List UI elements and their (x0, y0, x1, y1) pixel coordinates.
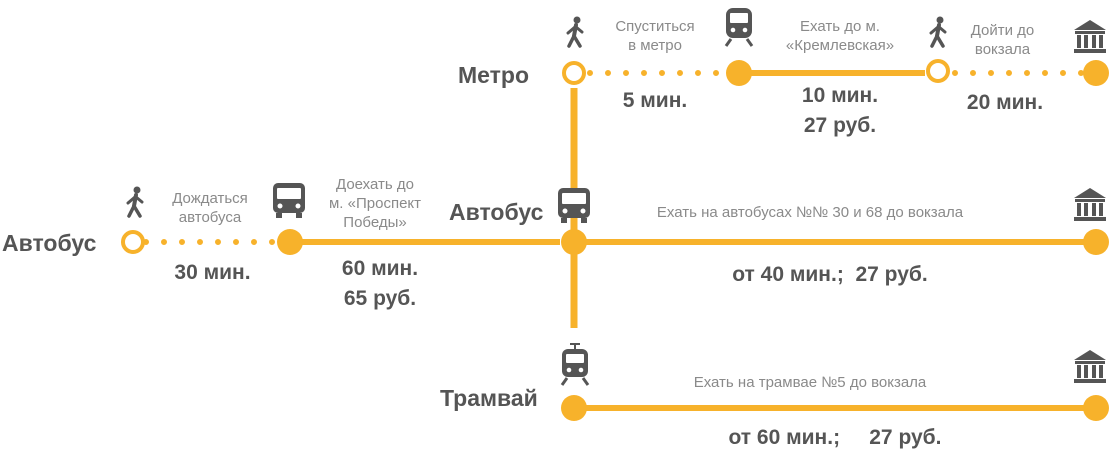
metro-ride-time-price: 10 мин. 27 руб. (775, 81, 905, 141)
left-ride-time: 60 мин. (341, 257, 419, 280)
metro-ride-note: Ехать до м. «Кремлевская» (785, 18, 895, 54)
metro-board-station (726, 60, 752, 86)
bus-route-note: Ехать на автобусах №№ 30 и 68 до вокзала (656, 204, 964, 221)
station-building-icon (1074, 350, 1106, 383)
bus-start-station (561, 229, 587, 255)
metro-walk2-time: 20 мин. (966, 91, 1044, 114)
bus-icon (273, 183, 305, 218)
pedestrian-icon (566, 16, 584, 48)
tram-dest-station (1083, 395, 1109, 421)
tram-route-summary: от 60 мин.; 27 руб. (728, 426, 942, 449)
left-ride-note: Доехать до м. «Проспект Победы» (328, 176, 422, 231)
metro-walk2-note: Дойти до вокзала (970, 22, 1035, 58)
metro-dest-station (1083, 60, 1109, 86)
metro-walk1-time: 5 мин. (622, 89, 688, 112)
tram-route-note: Ехать на трамвае №5 до вокзала (693, 374, 927, 391)
tram-icon (560, 343, 590, 386)
metro-exit-station (926, 59, 950, 83)
pedestrian-icon (126, 186, 144, 218)
metro-ride-price: 27 руб. (803, 114, 877, 137)
tram-start-station (561, 395, 587, 421)
metro-start-station (562, 61, 586, 85)
station-building-icon (1074, 20, 1106, 53)
metro-walk1-note: Спуститься в метро (615, 18, 695, 54)
left-ride-time-price: 60 мин. 65 руб. (315, 254, 445, 314)
bus-mode-label: Автобус (449, 199, 544, 225)
left-walk-note: Дождаться автобуса (172, 190, 248, 226)
left-start-station (121, 230, 145, 254)
bus-icon (558, 188, 590, 223)
bus-dest-station (1083, 229, 1109, 255)
left-walk-time: 30 мин. (174, 261, 251, 284)
pedestrian-icon (929, 16, 947, 48)
tram-mode-label: Трамвай (440, 385, 538, 411)
left-route-mode-label: Автобус (2, 230, 97, 256)
metro-train-icon (724, 8, 754, 47)
bus-route-summary: от 40 мин.; 27 руб. (732, 263, 928, 286)
metro-ride-time: 10 мин. (801, 84, 879, 107)
left-ride-price: 65 руб. (343, 287, 417, 310)
station-building-icon (1074, 188, 1106, 221)
metro-mode-label: Метро (458, 62, 530, 88)
left-transfer-station (277, 229, 303, 255)
